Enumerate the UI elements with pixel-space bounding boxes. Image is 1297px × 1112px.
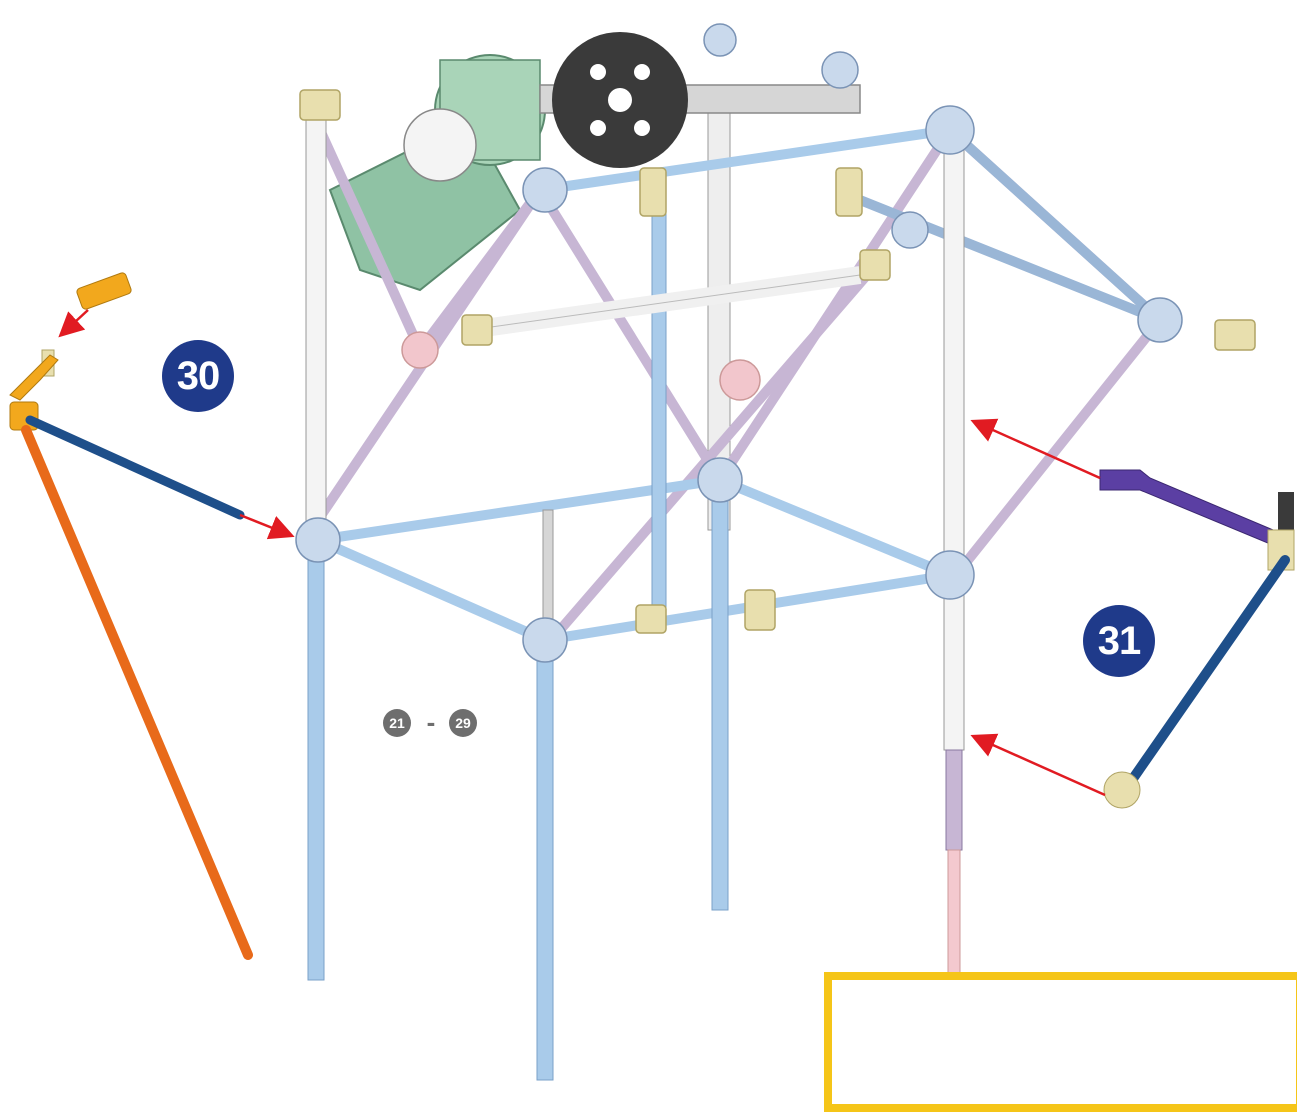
yellow-connectors — [299, 89, 1256, 634]
red-arrow-icon — [58, 309, 1106, 797]
connector-icon — [295, 23, 1183, 663]
step-badge-30: 30 — [162, 340, 234, 412]
gear-icon — [552, 32, 688, 168]
pink-connectors — [401, 331, 761, 401]
step-30-parts — [9, 272, 253, 960]
step-badge-31: 31 — [1083, 605, 1155, 677]
white-crossbar — [468, 266, 862, 339]
step-range-from: 21 — [383, 709, 411, 737]
assembly-illustration — [9, 23, 1296, 1106]
detail-inset-frame — [824, 972, 1297, 1112]
step-range-separator: - — [426, 707, 436, 737]
step-range-to: 29 — [449, 709, 477, 737]
assembly-diagram: 30 31 21 - 29 — [9, 23, 1297, 1112]
motor-icon — [328, 54, 546, 292]
step-31-parts — [1099, 469, 1295, 809]
legs — [305, 119, 965, 1081]
